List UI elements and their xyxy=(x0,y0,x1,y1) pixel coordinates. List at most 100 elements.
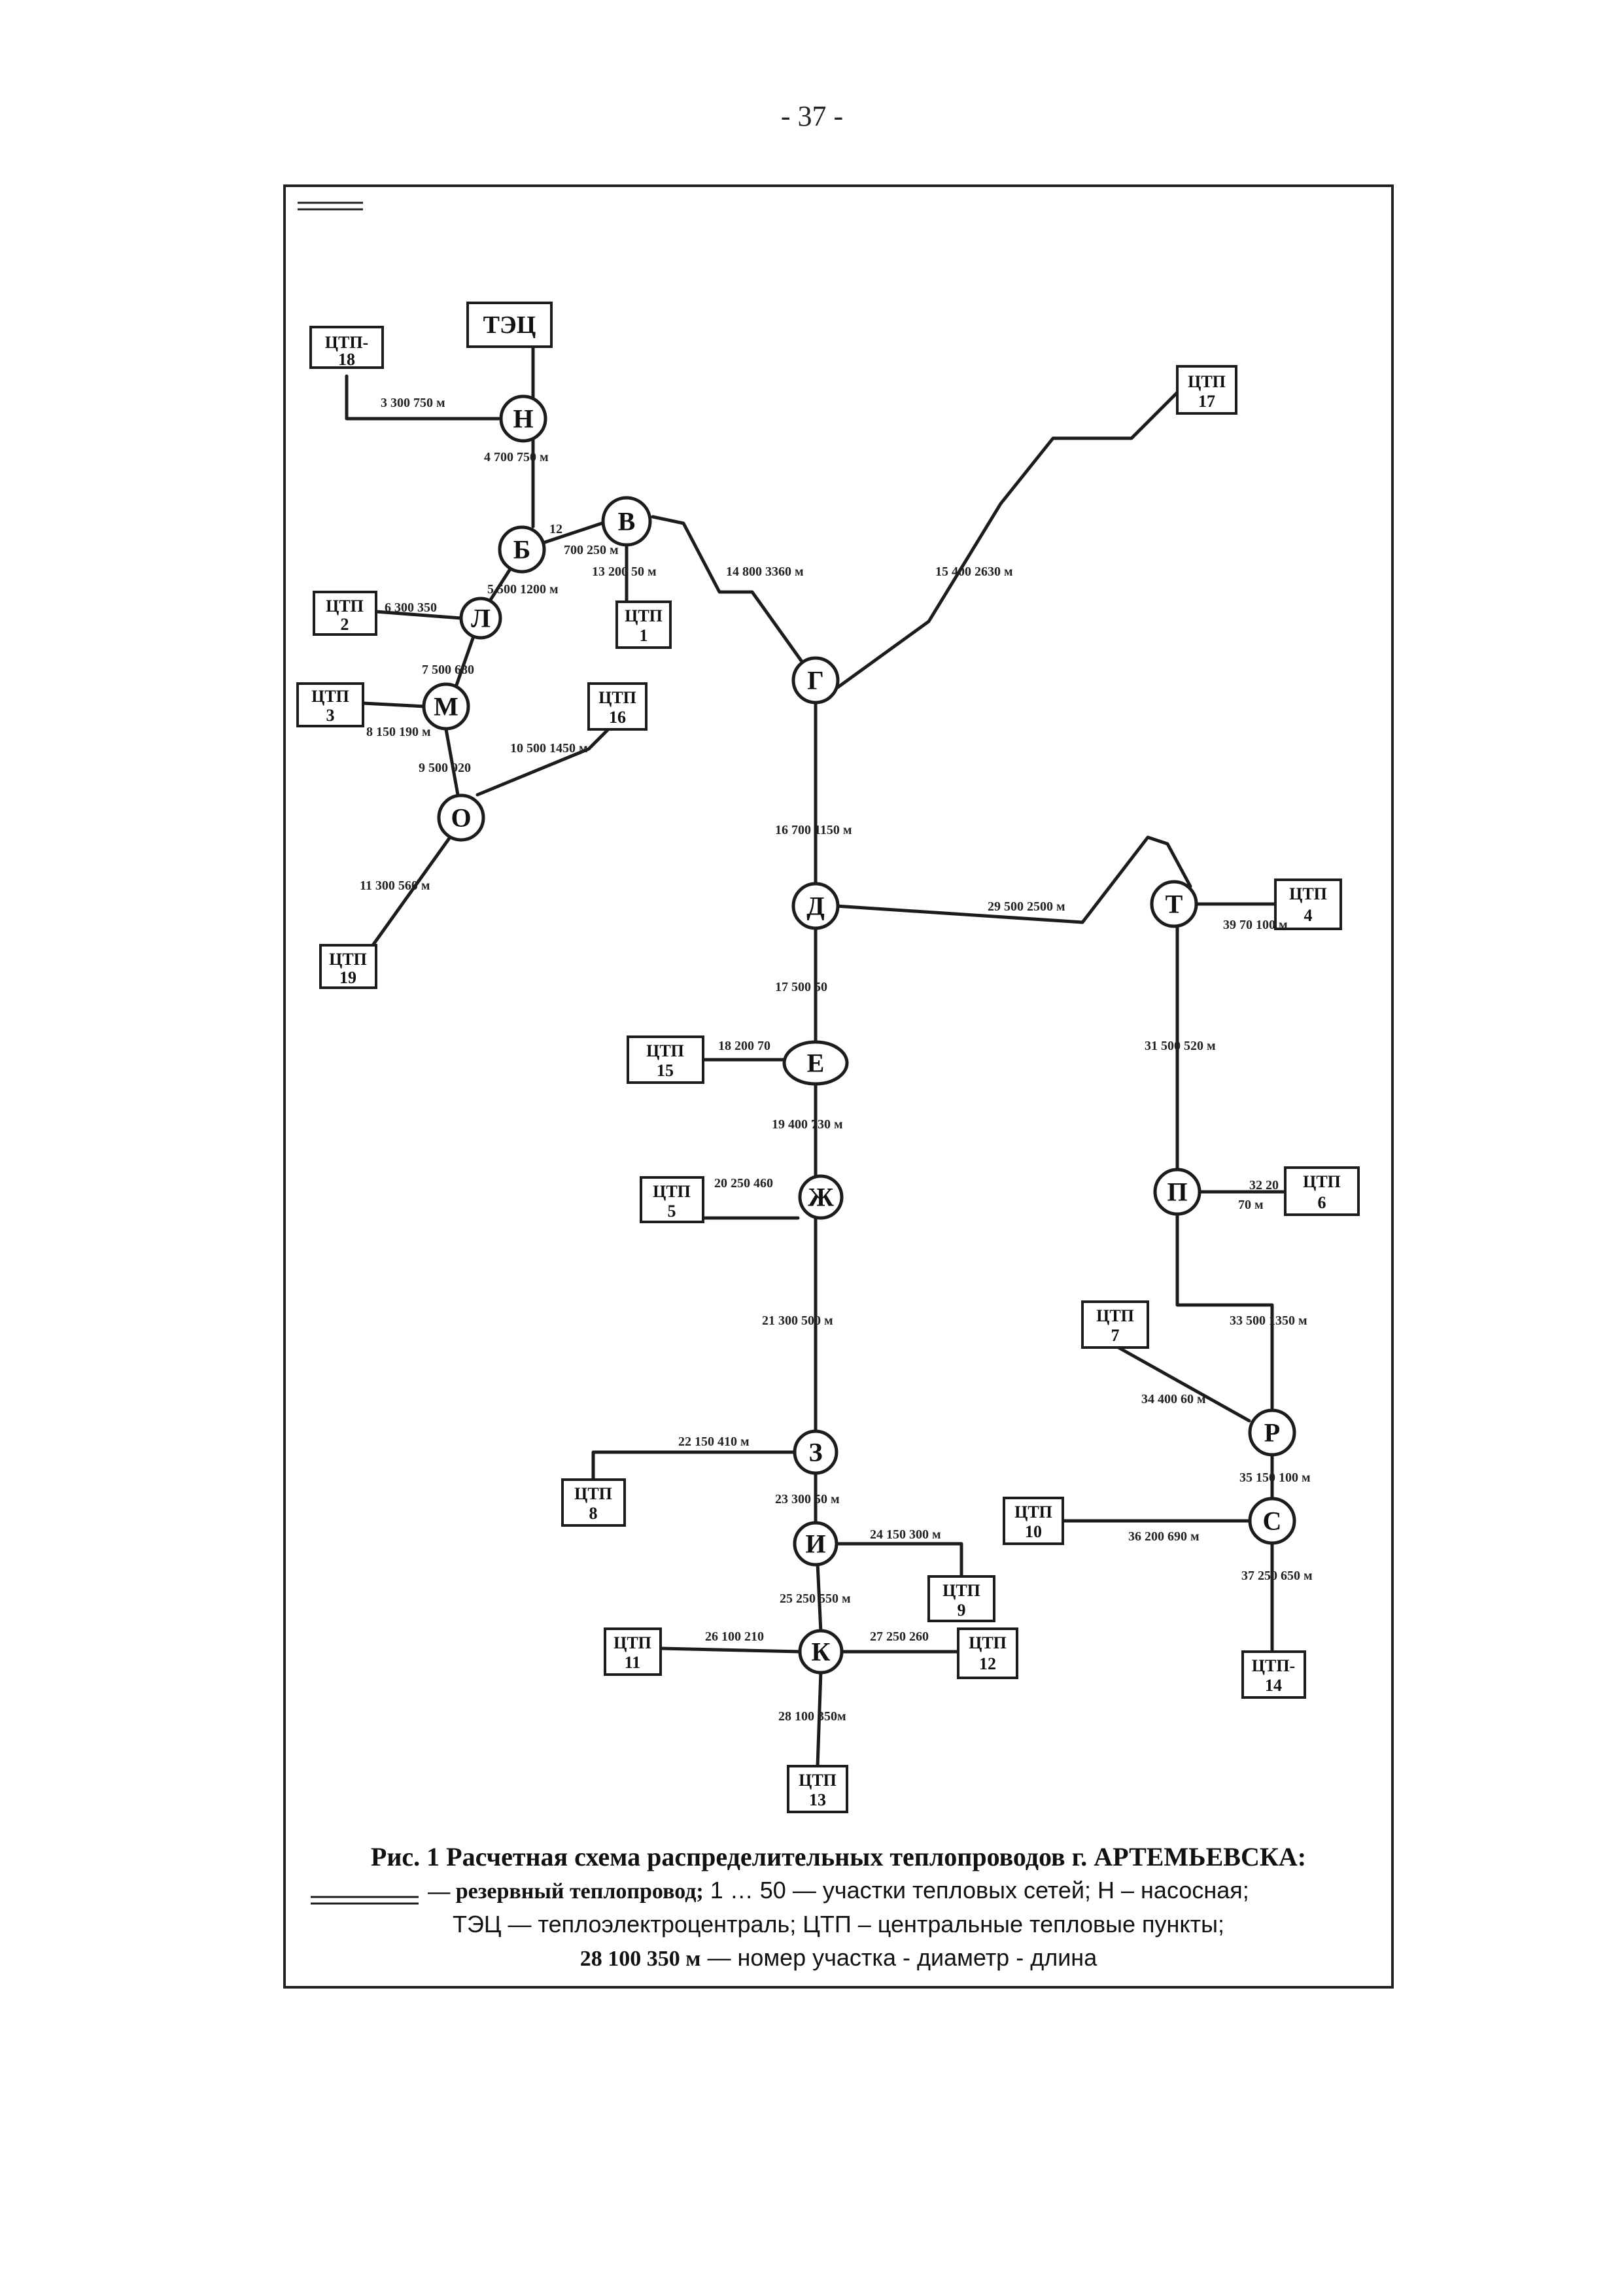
node-p: П xyxy=(1153,1168,1201,1216)
seg-32: 32 20 xyxy=(1249,1178,1279,1192)
node-n: Н xyxy=(499,394,547,443)
svg-text:4: 4 xyxy=(1304,906,1313,925)
seg-11: 11 300 560 м xyxy=(360,878,430,893)
ctp-3-box: ЦТП 3 xyxy=(296,682,364,727)
seg-13: 13 200 50 м xyxy=(592,565,657,579)
caption-line-2: — резервный теплопровод; 1 … 50 — участк… xyxy=(283,1873,1394,1908)
pipe-10 xyxy=(475,727,610,797)
svg-text:И: И xyxy=(805,1529,825,1559)
tec-box: ТЭЦ xyxy=(466,302,553,348)
pipe-25 xyxy=(816,1561,823,1634)
seg-30: 39 70 100 м xyxy=(1223,918,1288,932)
seg-8: 8 150 190 м xyxy=(366,725,431,739)
seg-16: 16 700 1150 м xyxy=(775,823,852,837)
svg-text:ЦТП-: ЦТП- xyxy=(325,333,368,352)
ctp-4-box: ЦТП 4 xyxy=(1274,878,1342,930)
svg-text:ЦТП: ЦТП xyxy=(1014,1503,1052,1522)
node-o: О xyxy=(437,793,485,842)
seg-25: 25 250 550 м xyxy=(780,1592,851,1606)
svg-text:К: К xyxy=(811,1637,830,1667)
svg-text:8: 8 xyxy=(589,1504,598,1523)
seg-4: 4 700 750 м xyxy=(484,450,549,464)
seg-34: 34 400 60 м xyxy=(1141,1392,1206,1406)
seg-23: 23 300 50 м xyxy=(775,1492,840,1506)
svg-text:14: 14 xyxy=(1265,1676,1282,1695)
svg-text:ЦТП: ЦТП xyxy=(329,950,367,969)
node-m: М xyxy=(422,682,470,731)
svg-text:15: 15 xyxy=(657,1061,674,1080)
seg-9: 9 500 920 xyxy=(419,761,471,775)
ctp-1-box: ЦТП 1 xyxy=(615,600,672,649)
pipe-8 xyxy=(361,701,427,708)
pipe-29 xyxy=(834,835,1192,924)
diagram-frame xyxy=(283,184,1394,1989)
pipelines xyxy=(345,345,1287,1768)
node-i: И xyxy=(793,1521,838,1567)
seg-5: 5 500 1200 м xyxy=(487,582,559,597)
nodes: Н Б В Л М О Г Д Т Е Ж З И К П Р С xyxy=(422,394,1296,1675)
seg-21: 21 300 500 м xyxy=(762,1313,833,1328)
svg-text:ЦТП: ЦТП xyxy=(1096,1306,1134,1325)
caption-title: Рис. 1 Расчетная схема распределительных… xyxy=(370,1842,1307,1871)
substations: ЦТП- 18 ЦТП 17 ЦТП 2 ЦТП 1 ЦТП 3 ЦТП 16 … xyxy=(296,326,1360,1813)
seg-22: 22 150 410 м xyxy=(678,1435,750,1449)
svg-text:Б: Б xyxy=(513,535,530,565)
svg-text:6: 6 xyxy=(1318,1193,1326,1212)
svg-text:ЦТП: ЦТП xyxy=(1188,372,1226,391)
segment-labels: 3 300 750 м 4 700 750 м 12 700 250 м 13 … xyxy=(360,396,1313,1724)
seg-15: 15 400 2630 м xyxy=(935,565,1013,579)
ctp-18-box: ЦТП- 18 xyxy=(309,326,384,369)
svg-text:М: М xyxy=(434,692,458,722)
node-s: С xyxy=(1248,1497,1296,1545)
seg-3: 3 300 750 м xyxy=(381,396,445,410)
pipe-22 xyxy=(591,1450,797,1482)
seg-18: 18 200 70 xyxy=(718,1039,770,1053)
pipe-15 xyxy=(832,391,1179,692)
node-r: Р xyxy=(1248,1408,1296,1457)
figure-caption: Рис. 1 Расчетная схема распределительных… xyxy=(283,1841,1394,1975)
pipe-24 xyxy=(835,1542,963,1578)
seg-31: 31 500 520 м xyxy=(1145,1039,1216,1053)
ctp-15-box: ЦТП 15 xyxy=(627,1035,704,1084)
seg-10: 10 500 1450 м xyxy=(510,741,588,756)
svg-text:Т: Т xyxy=(1166,890,1183,919)
svg-text:2: 2 xyxy=(341,615,349,634)
seg-20: 20 250 460 xyxy=(714,1176,773,1191)
svg-text:Г: Г xyxy=(807,666,823,695)
seg-26: 26 100 210 xyxy=(705,1629,764,1644)
node-z: З xyxy=(793,1429,838,1475)
svg-text:ЦТП: ЦТП xyxy=(574,1484,612,1503)
svg-text:9: 9 xyxy=(958,1601,966,1620)
svg-text:ЦТП: ЦТП xyxy=(646,1041,684,1060)
svg-text:ЦТП: ЦТП xyxy=(326,597,364,616)
pipe-6 xyxy=(374,610,463,620)
svg-text:Е: Е xyxy=(807,1049,825,1078)
node-zh: Ж xyxy=(798,1174,844,1220)
tec-label: ТЭЦ xyxy=(483,311,536,339)
node-e: Е xyxy=(782,1040,849,1086)
svg-text:5: 5 xyxy=(668,1202,676,1221)
pipe-11 xyxy=(371,835,452,947)
pipe-7 xyxy=(454,633,476,689)
ctp-6-box: ЦТП 6 xyxy=(1284,1166,1360,1216)
ctp-2-box: ЦТП 2 xyxy=(313,591,377,636)
ctp-16-box: ЦТП 16 xyxy=(587,682,648,731)
svg-text:ЦТП: ЦТП xyxy=(598,688,636,707)
svg-text:ЦТП: ЦТП xyxy=(1303,1172,1341,1191)
svg-text:12: 12 xyxy=(979,1654,996,1673)
svg-text:С: С xyxy=(1263,1506,1282,1536)
svg-text:19: 19 xyxy=(339,968,356,987)
node-v: В xyxy=(601,496,652,547)
pipe-26 xyxy=(659,1646,803,1654)
svg-text:В: В xyxy=(618,507,636,536)
caption-sections-text: 1 … 50 — участки тепловых сетей; Н – нас… xyxy=(703,1877,1249,1904)
pipe-14 xyxy=(651,515,803,663)
node-k: К xyxy=(798,1629,844,1675)
svg-text:З: З xyxy=(808,1438,822,1467)
svg-text:ЦТП: ЦТП xyxy=(653,1182,691,1201)
ctp-9-box: ЦТП 9 xyxy=(927,1575,995,1622)
ctp-12-box: ЦТП 12 xyxy=(957,1627,1018,1679)
svg-text:Д: Д xyxy=(806,892,825,921)
seg-35: 35 150 100 м xyxy=(1239,1470,1311,1485)
